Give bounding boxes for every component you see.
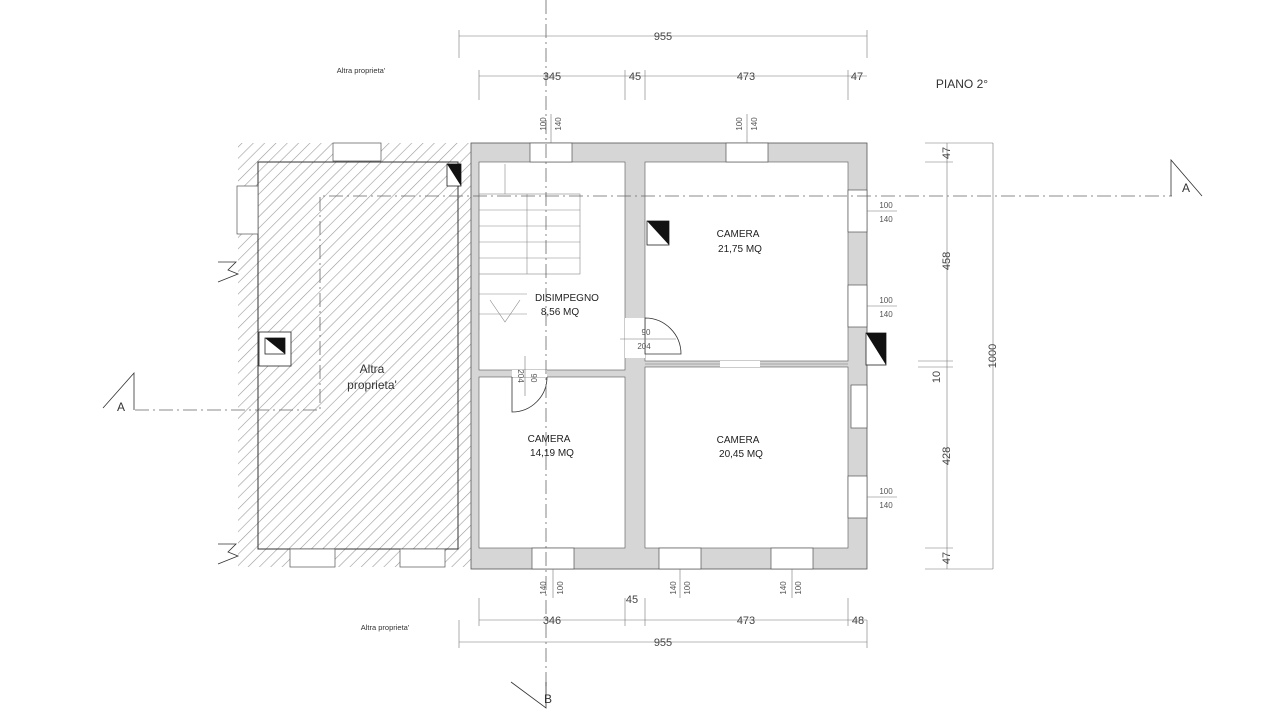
opening-top-right-width: 100 (735, 117, 744, 131)
dim-bottom-part-1: 346 (543, 615, 561, 627)
dim-bottom-total: 955 (654, 637, 672, 649)
section-b-arrow (510, 681, 547, 709)
dim-right-total: 1000 (987, 344, 999, 368)
staircase (478, 164, 581, 330)
opening-bottom-mid-height: 140 (669, 581, 678, 595)
dim-top-part-2: 45 (629, 71, 641, 83)
room-area-camera-top-right: 21,75 MQ (718, 244, 762, 255)
neighbor-window-bottom-1 (289, 548, 336, 568)
opening-bottom-left-width: 100 (556, 581, 565, 595)
plan-title: PIANO 2° (936, 77, 988, 91)
windows (529, 142, 868, 570)
neighbor-break-mark-1 (217, 261, 240, 283)
neighbor-outline (257, 161, 459, 550)
door-b-height: 204 (516, 369, 525, 383)
opening-bottom-mid-width: 100 (683, 581, 692, 595)
neighbor-label-line2: proprieta' (347, 378, 397, 392)
room-camera-bottom-right-floor (644, 366, 849, 549)
room-label-camera-bottom-right: CAMERA (717, 435, 760, 446)
room-camera-small-floor (478, 376, 626, 549)
bottom-dimension-lines (458, 598, 868, 648)
dim-right-part-4: 428 (941, 447, 953, 465)
section-a-right-arrow (1170, 158, 1203, 197)
note-top-neighbor: Altra proprieta' (337, 66, 386, 75)
dim-top-part-4: 47 (851, 71, 863, 83)
section-a-left-arrow (102, 371, 135, 410)
opening-right-2-height: 140 (879, 310, 893, 319)
dim-top-part-3: 473 (737, 71, 755, 83)
dim-right-part-2: 458 (941, 252, 953, 270)
note-bottom-neighbor: Altra proprieta' (361, 623, 410, 632)
dim-top-part-1: 345 (543, 71, 561, 83)
opening-right-2-width: 100 (879, 296, 893, 305)
opening-top-left-width: 100 (539, 117, 548, 131)
neighbor-window-top (332, 142, 382, 162)
right-dimension-lines (918, 142, 994, 570)
opening-top-right-height: 140 (750, 117, 759, 131)
wall-niche (850, 384, 868, 429)
section-axis-a (135, 195, 1172, 411)
door-a-height: 204 (637, 342, 651, 351)
neighbor-window-bottom-2 (399, 548, 446, 568)
opening-right-1-height: 140 (879, 215, 893, 224)
neighbor-break-mark-2 (217, 543, 240, 565)
dim-bottom-part-2: 45 (626, 594, 638, 606)
top-dimension-lines (458, 30, 868, 100)
opening-right-1-width: 100 (879, 201, 893, 210)
door-b-width: 90 (529, 374, 538, 383)
neighbor-flue-2-fill (265, 338, 285, 354)
room-label-camera-small: CAMERA (528, 434, 571, 445)
flue-outer-wall-fill (866, 333, 886, 365)
door-a-width: 90 (642, 328, 651, 337)
room-label-camera-top-right: CAMERA (717, 229, 760, 240)
opening-bottom-right-width: 100 (794, 581, 803, 595)
opening-top-left-height: 140 (554, 117, 563, 131)
door-opening-small-room (512, 370, 547, 377)
room-label-disimpegno: DISIMPEGNO (535, 293, 599, 304)
room-camera-top-right-floor (644, 161, 849, 362)
partition-gap (720, 361, 760, 367)
opening-bottom-left-height: 140 (539, 581, 548, 595)
flue-right-room-fill (647, 221, 669, 245)
neighbor-flue-1-fill (447, 164, 461, 186)
section-b-label: B (544, 692, 552, 706)
room-area-camera-bottom-right: 20,45 MQ (719, 449, 763, 460)
opening-right-3-height: 140 (879, 501, 893, 510)
corridor-opening (625, 318, 645, 358)
dim-bottom-part-3: 473 (737, 615, 755, 627)
section-a-left-label: A (117, 400, 125, 414)
room-area-disimpegno: 8,56 MQ (541, 307, 580, 318)
opening-bottom-right-height: 140 (779, 581, 788, 595)
dim-bottom-part-4: 48 (852, 615, 864, 627)
section-a-right-label: A (1182, 181, 1190, 195)
dim-right-part-5: 47 (941, 552, 953, 564)
door-arc-corridor (644, 317, 682, 355)
opening-right-3-width: 100 (879, 487, 893, 496)
door-arc-small-room (511, 376, 548, 413)
neighbor-window-left (236, 185, 259, 235)
neighbor-label-line1: Altra (360, 362, 385, 376)
room-area-camera-small: 14,19 MQ (530, 448, 574, 459)
dim-right-part-1: 47 (941, 147, 953, 159)
dim-right-part-3: 10 (931, 371, 943, 383)
room-disimpegno-floor (478, 161, 626, 371)
dim-top-total: 955 (654, 31, 672, 43)
